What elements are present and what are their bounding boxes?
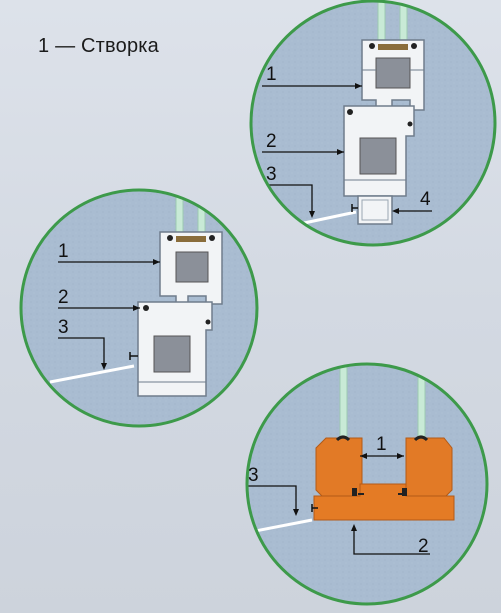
sash-reinforcement	[175, 251, 209, 283]
wood-sash-left	[315, 437, 363, 497]
detail-circle-border	[249, 0, 497, 247]
wood-sash-right	[405, 437, 453, 497]
callout-1: 1	[376, 434, 387, 455]
detail-middle-left: 1 2 3	[19, 188, 259, 428]
callout-2: 2	[418, 536, 429, 557]
callout-2: 2	[266, 131, 277, 152]
sash-reinforcement	[375, 57, 411, 89]
callout-1: 1	[58, 241, 69, 262]
callout-4: 4	[420, 189, 431, 210]
legend-text: 1 — Створка	[38, 35, 159, 57]
frame-reinforcement	[153, 335, 191, 373]
detail-circle-border	[245, 362, 489, 606]
callout-2: 2	[58, 287, 69, 308]
frame-reinforcement	[359, 137, 397, 175]
callout-1: 1	[266, 64, 277, 85]
callout-3: 3	[248, 465, 259, 486]
callout-3: 3	[58, 317, 69, 338]
detail-bottom-right: 1 3 2	[245, 362, 489, 606]
detail-circle-border	[19, 188, 259, 428]
callout-3: 3	[266, 164, 277, 185]
detail-top-right: 1 2 3 4	[249, 0, 497, 247]
sill-support-profile	[357, 195, 393, 225]
